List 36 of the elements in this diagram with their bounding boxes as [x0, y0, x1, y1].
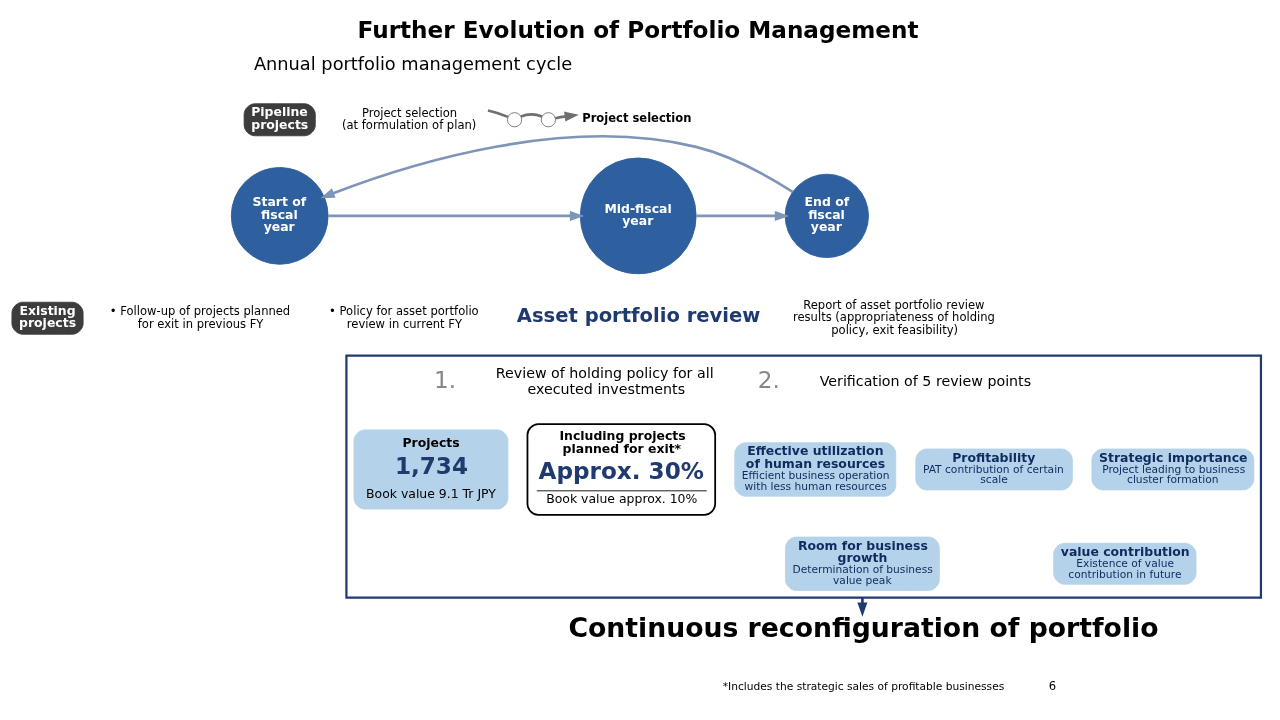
label: Report of asset portfolio review results (appropriateness of holding policy, exit feasibility) [793, 297, 995, 337]
node-box: Existing projects [11, 301, 84, 335]
node-circle [540, 112, 556, 128]
label: Verification of 5 review points [819, 372, 1032, 389]
arrow [328, 210, 585, 221]
node-text: Project selection (at formulation of plan) [341, 105, 477, 133]
label: 6 [1048, 679, 1057, 694]
node-box: Strategic importance Project leading to business cluster formation [1091, 448, 1255, 491]
node-box: Profitability PAT contribution of certain scale [915, 448, 1073, 491]
label: 2. [757, 366, 780, 393]
label: 1. [434, 366, 457, 393]
node-text: Asset portfolio review [516, 304, 761, 328]
node-box: value contribution Existence of value contribution in future [1053, 542, 1197, 585]
diagram-title: Further Evolution of Portfolio Management [357, 16, 919, 43]
node-text: Project selection [582, 110, 692, 125]
label: • Follow-up of projects planned for exit in previous FY [109, 304, 291, 331]
arrow [696, 210, 790, 221]
label: • Policy for asset portfolio review in current FY [329, 304, 479, 331]
label: Annual portfolio management cycle [253, 52, 573, 74]
node-box: Pipeline projects [243, 103, 316, 137]
node-box: Room for business growth Determination of business value peak [785, 536, 940, 591]
connector [487, 109, 509, 119]
node-box: Including projects planned for exit* Approx. 30% Book value approx. 10% [526, 423, 717, 516]
connector [520, 113, 543, 118]
node-text: Continuous reconfiguration of portfolio [568, 611, 1159, 643]
node-circle: Start of fiscal year [230, 167, 329, 265]
node-circle: Mid-fiscal year [579, 157, 697, 275]
label: Review of holding policy for all executed investments [495, 364, 714, 397]
node-circle: End of fiscal year [784, 173, 869, 258]
cluster [345, 354, 1263, 599]
node-circle [507, 112, 523, 128]
node-box: Effective utilization of human resources Efficient business operation with less human resources [734, 442, 897, 497]
label: *Includes the strategic sales of profitable businesses [722, 680, 1005, 694]
arrow [320, 135, 794, 199]
arrow [555, 111, 579, 122]
node-box: Projects 1,734 Book value 9.1 Tr JPY [353, 429, 509, 510]
